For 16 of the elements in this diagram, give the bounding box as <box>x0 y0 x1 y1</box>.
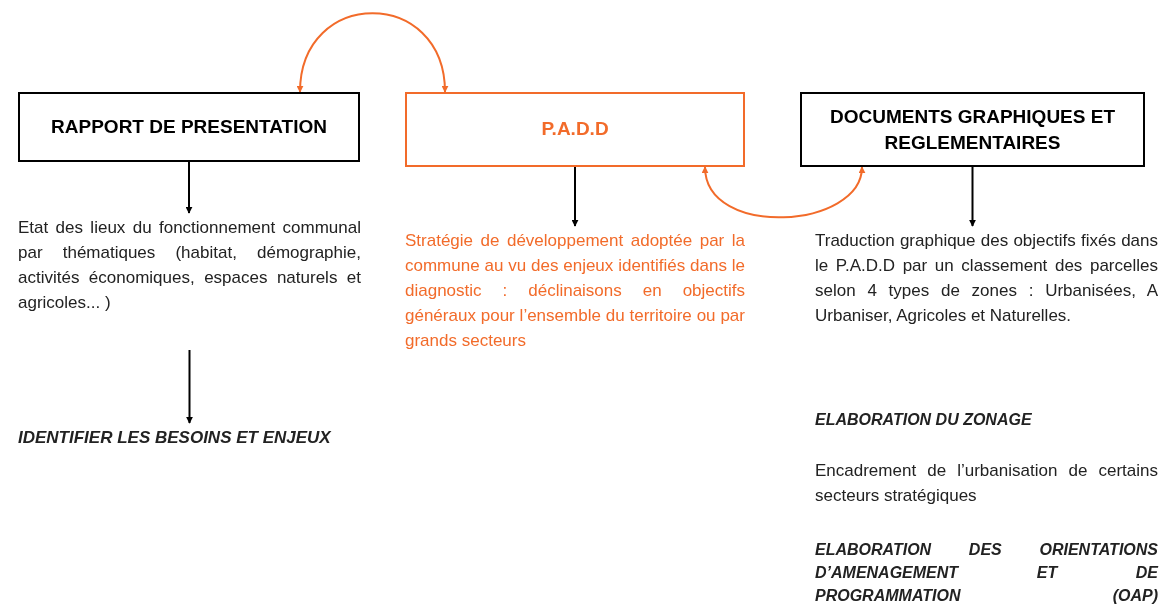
document-box: DOCUMENTS GRAPHIQUES ET REGLEMENTAIRES <box>800 92 1145 167</box>
arrow <box>702 166 865 219</box>
conclusion-text: IDENTIFIER LES BESOINS ET ENJEUX <box>18 425 361 451</box>
description-text: Etat des lieux du fonctionnement communal par thématiques (habitat, démographie, activités économiques, espaces naturels et agricoles... ) <box>18 215 361 350</box>
description-text: Stratégie de développement adoptée par la commune au vu des enjeux identifiés dans le diagnostic : déclinaisons en objectifs généraux pour l’ensemble du territoire ou par grands secteurs <box>405 228 745 413</box>
arrow <box>186 349 193 424</box>
description-text: Encadrement de l’urbanisation de certains secteurs stratégiques <box>815 460 1158 507</box>
section-heading: ELABORATION DES ORIENTATIONS D’AMENAGEMENT ET DE PROGRAMMATION (OAP) <box>815 540 1158 606</box>
arrow <box>185 161 193 214</box>
document-box: RAPPORT DE PRESENTATION <box>18 92 360 162</box>
arrow <box>969 166 976 227</box>
arrow <box>297 12 448 93</box>
description-text: Traduction graphique des objectifs fixés dans le P.A.D.D par un classement des parcelles selon 4 types de zones : Urbanisées, A Urbaniser, Agricoles et Naturelles. <box>815 228 1158 378</box>
arrow <box>571 166 579 227</box>
document-box: P.A.D.D <box>405 92 745 167</box>
section-heading: ELABORATION DU ZONAGE <box>815 410 1033 430</box>
